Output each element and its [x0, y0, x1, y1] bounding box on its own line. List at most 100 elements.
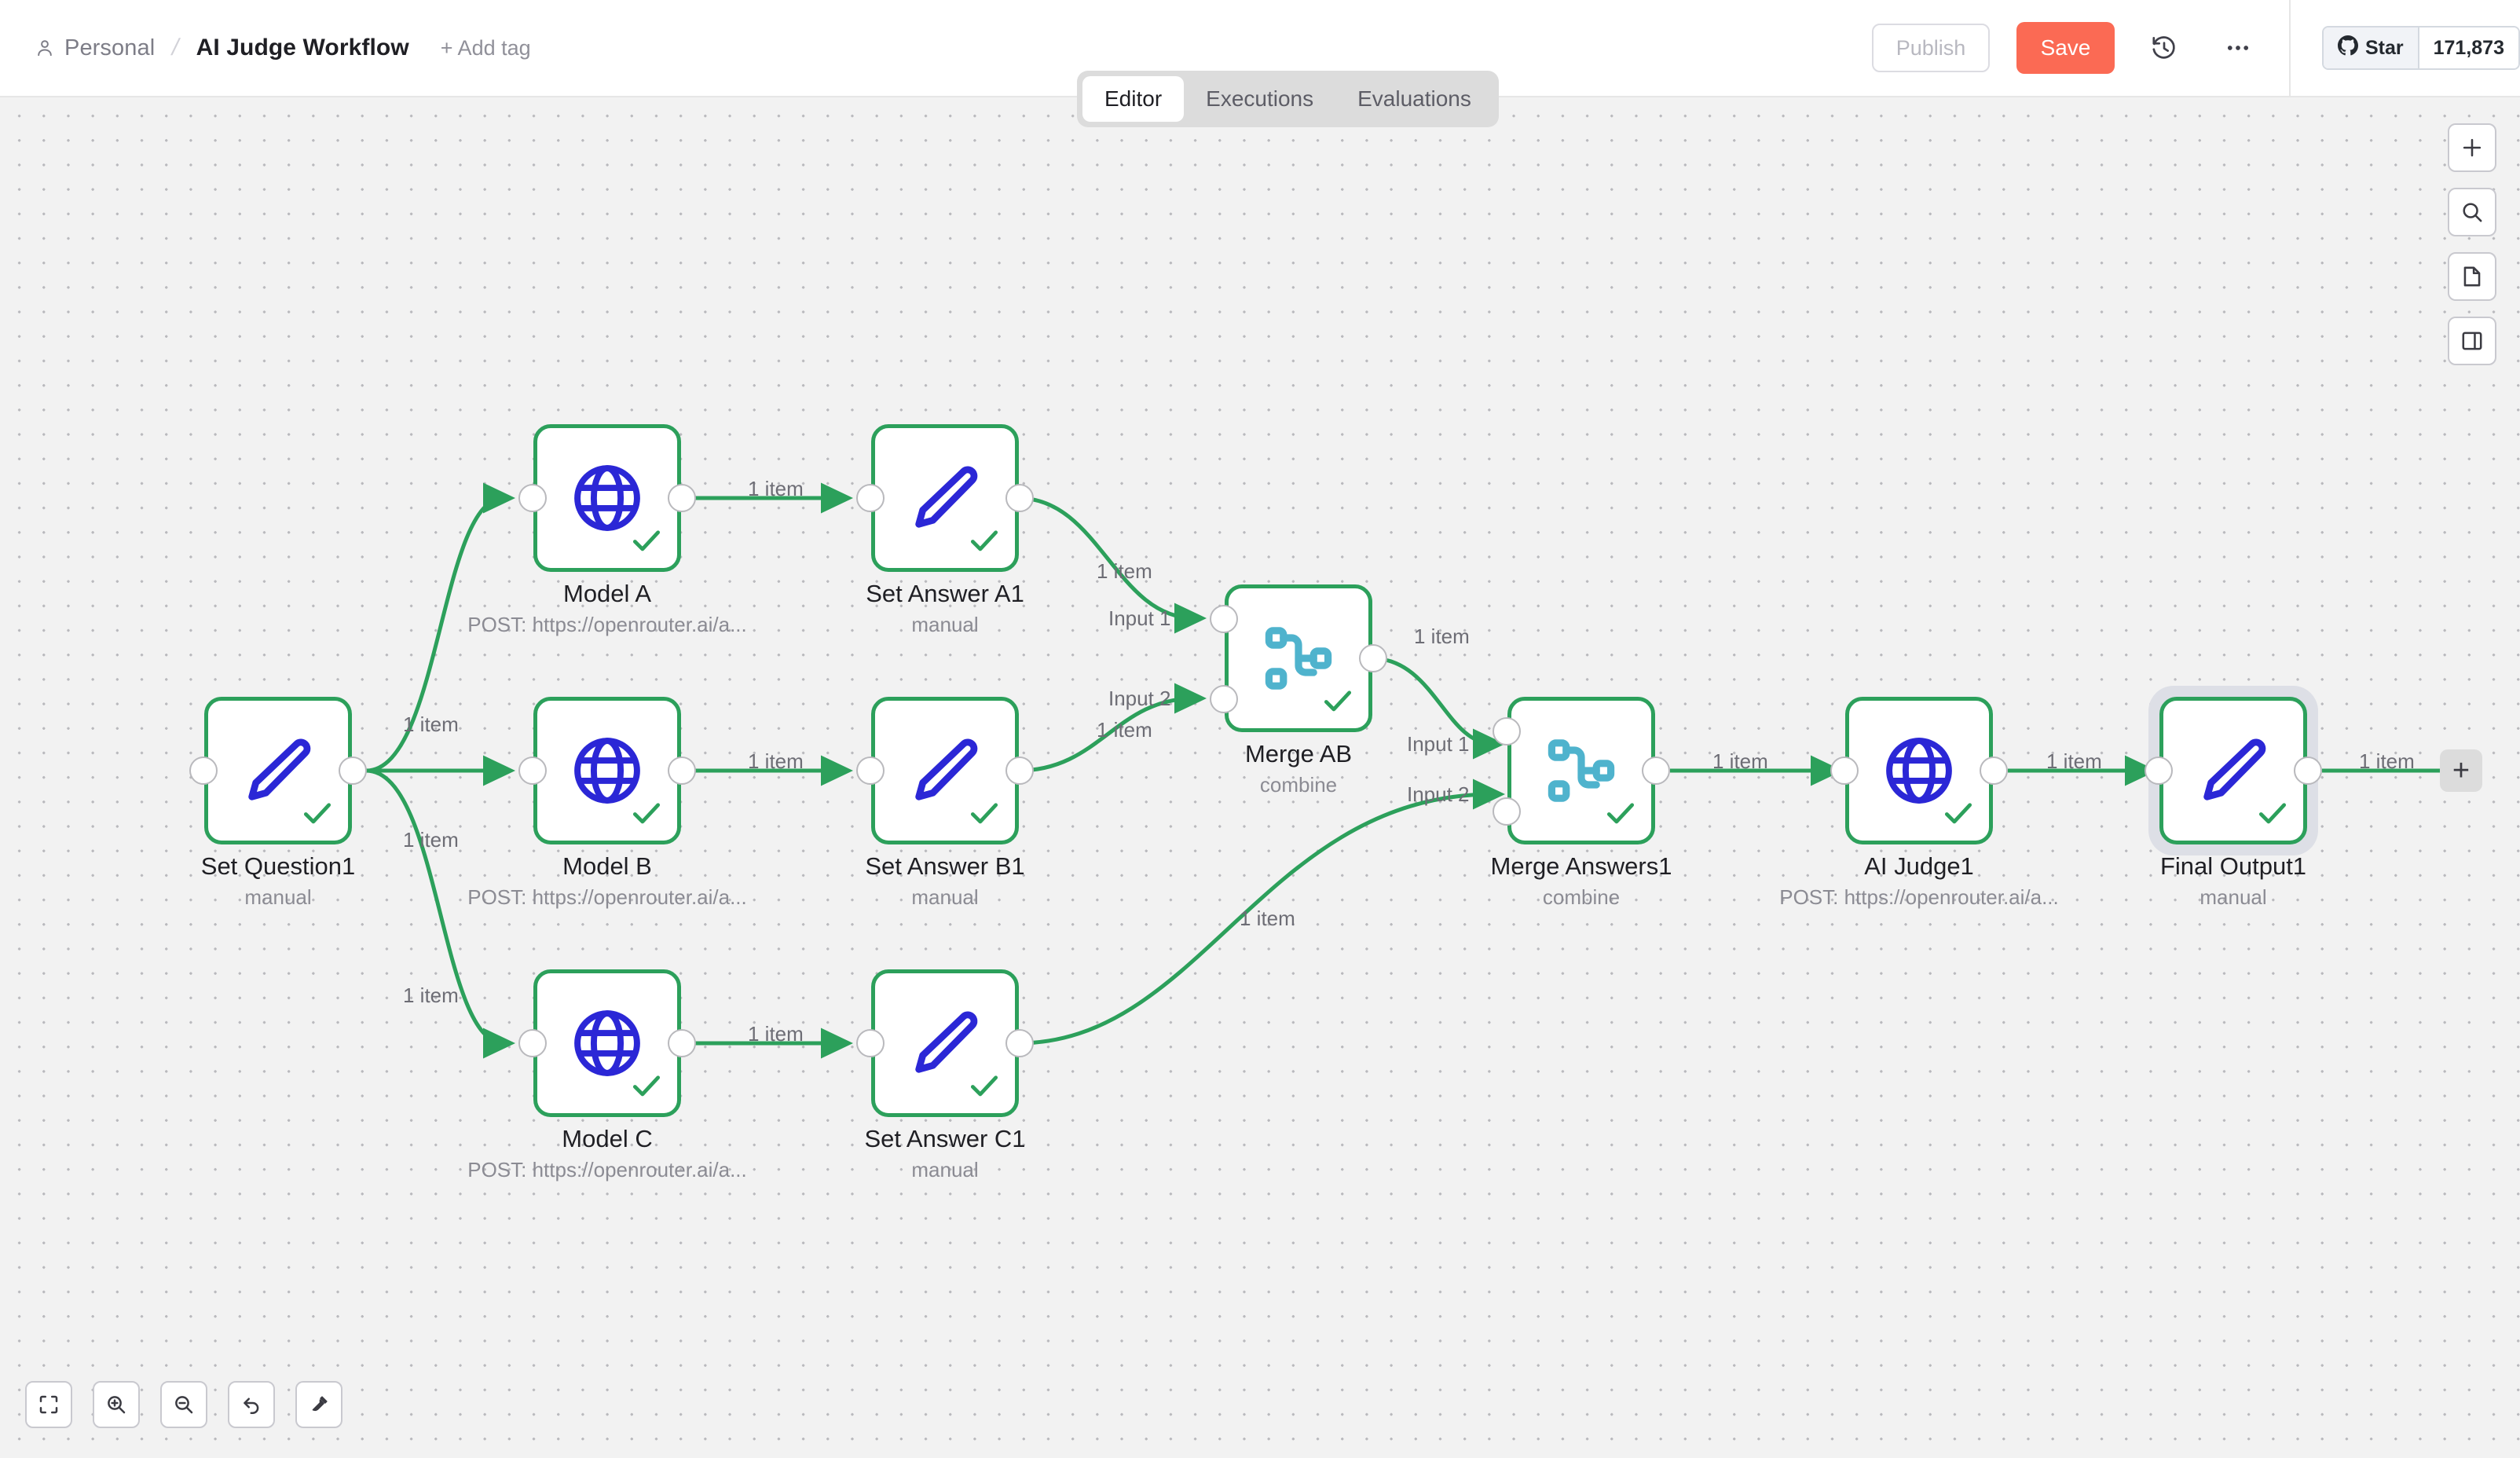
- node-ai-judge1[interactable]: AI Judge1 POST: https://openrouter.ai/a.…: [1779, 697, 2059, 909]
- output-port[interactable]: [1005, 1029, 1034, 1057]
- reset-zoom-button[interactable]: [228, 1381, 275, 1428]
- input-port-2[interactable]: [1210, 685, 1238, 713]
- edge-label-seta-to-merge: 1 item: [1097, 559, 1152, 583]
- output-port[interactable]: [2294, 756, 2322, 785]
- add-node-chip[interactable]: +: [2440, 749, 2482, 792]
- node-label: Set Question1: [200, 852, 356, 880]
- input-port[interactable]: [856, 1029, 885, 1057]
- output-port[interactable]: [668, 756, 696, 785]
- tab-executions[interactable]: Executions: [1206, 86, 1314, 111]
- node-label: Merge Answers1: [1490, 852, 1672, 880]
- input-port[interactable]: [2145, 756, 2173, 785]
- node-model-c[interactable]: Model C POST: https://openrouter.ai/a...: [467, 969, 747, 1181]
- node-set-answer-a1[interactable]: Set Answer A1 manual: [856, 424, 1034, 636]
- page-title[interactable]: AI Judge Workflow: [196, 35, 409, 60]
- header-divider: [2288, 0, 2291, 97]
- sticky-note-button[interactable]: [2448, 252, 2496, 301]
- node-subtitle: POST: https://openrouter.ai/a...: [467, 1158, 747, 1181]
- node-merge-answers1[interactable]: Merge Answers1 combine: [1491, 697, 1672, 909]
- node-final-output1[interactable]: Final Output1 manual: [2145, 686, 2322, 909]
- node-box: [533, 424, 681, 572]
- node-box: [871, 969, 1019, 1117]
- node-subtitle: manual: [2200, 885, 2267, 909]
- output-port[interactable]: [1642, 756, 1670, 785]
- node-merge-ab[interactable]: Merge AB combine: [1210, 584, 1387, 797]
- edge-label-c-to-setc: 1 item: [748, 1022, 804, 1046]
- input-port[interactable]: [189, 756, 218, 785]
- port-label-merge2-input2: Input 2: [1407, 782, 1470, 806]
- output-port[interactable]: [668, 484, 696, 512]
- toggle-panel-button[interactable]: [2448, 317, 2496, 365]
- node-model-a[interactable]: Model A POST: https://openrouter.ai/a...: [467, 424, 747, 636]
- node-box: [1225, 584, 1372, 732]
- node-set-answer-c1[interactable]: Set Answer C1 manual: [856, 969, 1034, 1181]
- node-box: [1845, 697, 1993, 844]
- breadcrumb-project[interactable]: Personal: [64, 35, 156, 60]
- workflow-tabs: Editor Executions Evaluations: [1077, 71, 1499, 127]
- zoom-to-fit-button[interactable]: [25, 1381, 72, 1428]
- node-box: [2159, 697, 2307, 844]
- github-star-widget[interactable]: Star 171,873: [2321, 26, 2520, 70]
- tab-editor[interactable]: Editor: [1082, 76, 1185, 122]
- node-subtitle: POST: https://openrouter.ai/a...: [467, 885, 747, 909]
- input-port-2[interactable]: [1493, 797, 1521, 826]
- port-label-merge2-input1: Input 1: [1407, 732, 1470, 756]
- node-subtitle: combine: [1542, 885, 1621, 909]
- node-subtitle: combine: [1259, 773, 1338, 797]
- workflow-canvas[interactable]: Set Question1 manual Model A POST: https…: [0, 97, 2520, 1458]
- node-subtitle: manual: [911, 885, 979, 909]
- edge-label-setb-to-merge: 1 item: [1097, 718, 1152, 742]
- zoom-in-button[interactable]: [93, 1381, 140, 1428]
- port-label-mergeab-input2: Input 2: [1108, 687, 1171, 710]
- tidy-up-button[interactable]: [295, 1381, 342, 1428]
- add-tag-button[interactable]: + Add tag: [440, 35, 531, 60]
- input-port[interactable]: [856, 484, 885, 512]
- output-port[interactable]: [668, 1029, 696, 1057]
- canvas-right-toolbar: [2448, 123, 2496, 365]
- ellipsis-icon[interactable]: [2214, 24, 2262, 72]
- edge-label-merge2-to-judge: 1 item: [1712, 749, 1768, 773]
- output-port[interactable]: [1005, 484, 1034, 512]
- node-label: AI Judge1: [1864, 852, 1974, 880]
- input-port-1[interactable]: [1210, 605, 1238, 633]
- input-port[interactable]: [1830, 756, 1859, 785]
- node-subtitle: manual: [244, 885, 312, 909]
- edge-label-q-to-c: 1 item: [403, 984, 459, 1007]
- edge-label-mergeab-out: 1 item: [1414, 625, 1470, 648]
- zoom-out-button[interactable]: [160, 1381, 207, 1428]
- search-button[interactable]: [2448, 188, 2496, 236]
- tab-evaluations[interactable]: Evaluations: [1357, 86, 1471, 111]
- github-star-label: Star: [2364, 36, 2404, 59]
- header-actions: Publish Save Star 171: [1871, 0, 2520, 97]
- save-button[interactable]: Save: [2016, 22, 2115, 74]
- node-set-question1[interactable]: Set Question1 manual: [189, 697, 367, 909]
- node-subtitle: manual: [911, 613, 979, 636]
- breadcrumb-separator: /: [169, 35, 182, 60]
- person-icon: [35, 38, 55, 58]
- output-port[interactable]: [1005, 756, 1034, 785]
- input-port[interactable]: [518, 756, 547, 785]
- input-port[interactable]: [518, 484, 547, 512]
- edge-label-setc-to-merge2: 1 item: [1240, 907, 1295, 930]
- input-port[interactable]: [856, 756, 885, 785]
- node-box: [533, 969, 681, 1117]
- add-node-button[interactable]: [2448, 123, 2496, 172]
- input-port[interactable]: [518, 1029, 547, 1057]
- publish-button[interactable]: Publish: [1871, 24, 1990, 72]
- node-box: [871, 424, 1019, 572]
- node-model-b[interactable]: Model B POST: https://openrouter.ai/a...: [467, 697, 747, 909]
- output-port[interactable]: [1359, 644, 1387, 672]
- node-subtitle: POST: https://openrouter.ai/a...: [1779, 885, 2059, 909]
- input-port-1[interactable]: [1493, 717, 1521, 745]
- github-star-left[interactable]: Star: [2323, 27, 2418, 68]
- history-clock-icon[interactable]: [2140, 24, 2189, 72]
- node-label: Model C: [562, 1125, 653, 1152]
- output-port[interactable]: [1980, 756, 2008, 785]
- node-set-answer-b1[interactable]: Set Answer B1 manual: [856, 697, 1034, 909]
- node-label: Merge AB: [1244, 740, 1353, 767]
- output-port[interactable]: [339, 756, 367, 785]
- canvas-bottom-toolbar: [25, 1381, 342, 1428]
- node-label: Model B: [562, 852, 652, 880]
- node-subtitle: manual: [911, 1158, 979, 1181]
- edge-label-q-to-b: 1 item: [403, 828, 459, 852]
